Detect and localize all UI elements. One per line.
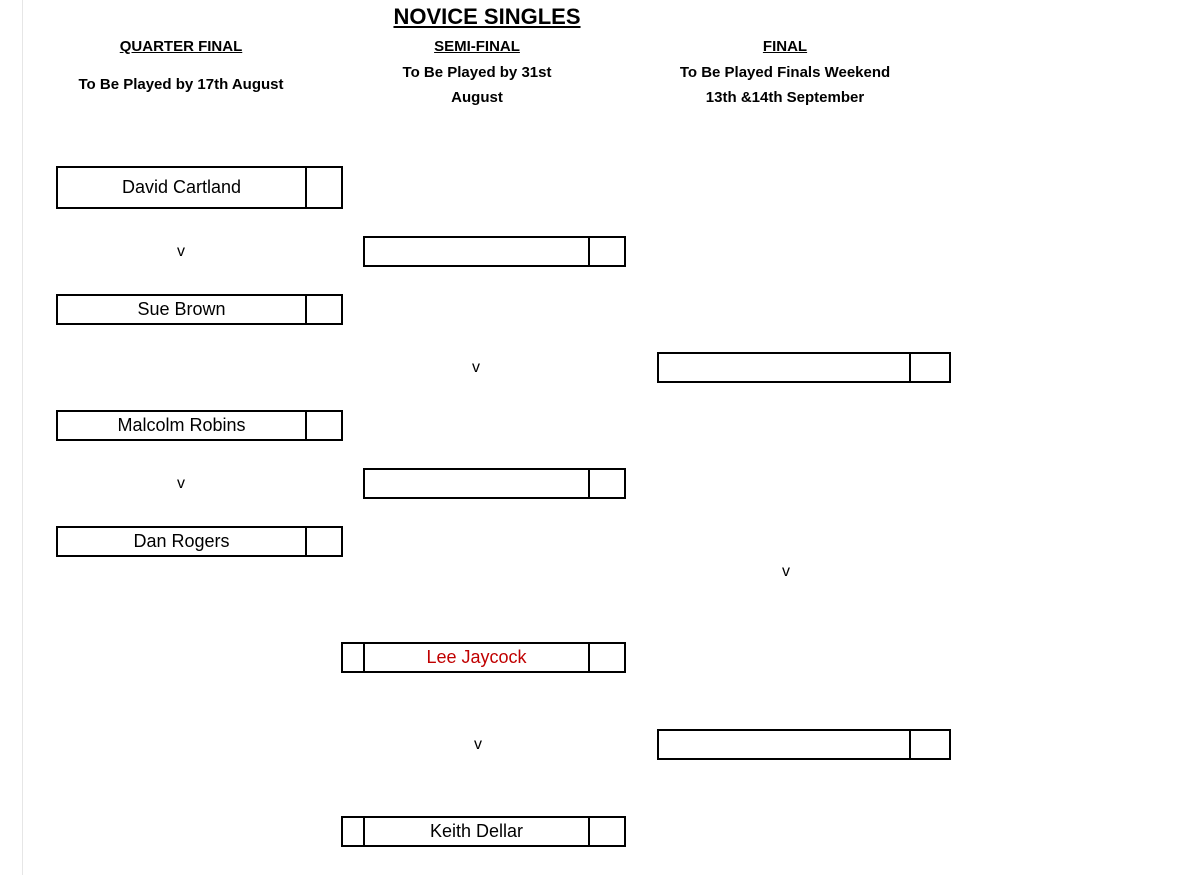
- page-title: NOVICE SINGLES: [393, 4, 581, 29]
- sheet-left-border: [22, 0, 23, 875]
- score-cell[interactable]: [305, 168, 341, 207]
- seed-cell[interactable]: [343, 644, 365, 671]
- quarter-final-heading: QUARTER FINAL: [119, 38, 243, 55]
- semi-final-schedule-line1: To Be Played by 31st: [402, 64, 552, 81]
- score-cell[interactable]: [588, 644, 624, 671]
- player-name: Sue Brown: [137, 299, 226, 319]
- final-slot-2[interactable]: [657, 729, 951, 760]
- player-name: [659, 731, 909, 758]
- versus-label: v: [472, 359, 480, 376]
- seed-cell[interactable]: [343, 818, 365, 845]
- versus-label: v: [177, 243, 185, 260]
- final-schedule-line1: To Be Played Finals Weekend: [679, 64, 891, 81]
- quarter-final-slot-2[interactable]: Sue Brown: [56, 294, 343, 325]
- score-cell[interactable]: [305, 528, 341, 555]
- score-cell[interactable]: [305, 296, 341, 323]
- quarter-final-slot-4[interactable]: Dan Rogers: [56, 526, 343, 557]
- semi-final-slot-3[interactable]: Lee Jaycock: [341, 642, 626, 673]
- player-name: Keith Dellar: [429, 821, 524, 841]
- quarter-final-slot-1[interactable]: David Cartland: [56, 166, 343, 209]
- quarter-final-slot-3[interactable]: Malcolm Robins: [56, 410, 343, 441]
- score-cell[interactable]: [588, 470, 624, 497]
- score-cell[interactable]: [588, 818, 624, 845]
- semi-final-heading: SEMI-FINAL: [434, 38, 520, 55]
- player-name: [365, 470, 588, 497]
- versus-label: v: [474, 736, 482, 753]
- final-schedule: To Be Played Finals Weekend 13th &14th S…: [680, 60, 890, 110]
- final-slot-1[interactable]: [657, 352, 951, 383]
- semi-final-schedule: To Be Played by 31st August: [403, 60, 552, 110]
- quarter-final-schedule: To Be Played by 17th August: [78, 76, 284, 93]
- player-name: Dan Rogers: [133, 531, 230, 551]
- score-cell[interactable]: [588, 238, 624, 265]
- score-cell[interactable]: [909, 354, 949, 381]
- final-schedule-line2: 13th &14th September: [705, 89, 865, 106]
- player-name-highlighted: Lee Jaycock: [426, 647, 527, 667]
- player-name: Malcolm Robins: [117, 415, 246, 435]
- player-name: David Cartland: [121, 177, 242, 197]
- semi-final-slot-4[interactable]: Keith Dellar: [341, 816, 626, 847]
- score-cell[interactable]: [305, 412, 341, 439]
- semi-final-schedule-line2: August: [451, 89, 503, 106]
- player-name: [365, 238, 588, 265]
- score-cell[interactable]: [909, 731, 949, 758]
- player-name: [659, 354, 909, 381]
- semi-final-slot-1[interactable]: [363, 236, 626, 267]
- versus-label: v: [177, 475, 185, 492]
- final-heading: FINAL: [762, 38, 808, 55]
- versus-label: v: [782, 563, 790, 580]
- semi-final-slot-2[interactable]: [363, 468, 626, 499]
